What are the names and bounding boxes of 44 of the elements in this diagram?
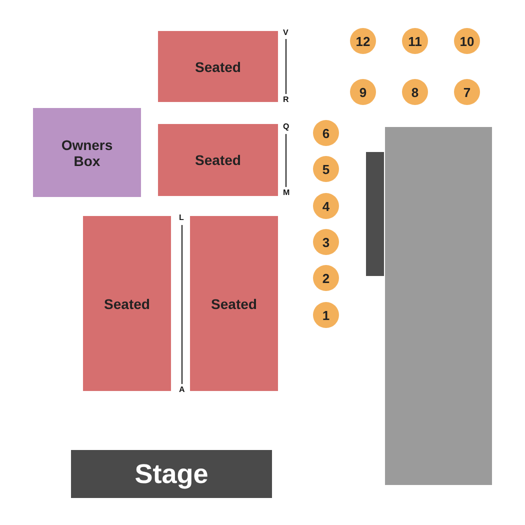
row-letter: V	[283, 29, 288, 37]
seating-section	[158, 31, 278, 102]
row-letter: Q	[283, 123, 290, 131]
table-circle	[313, 302, 339, 328]
section-label: Seated	[211, 296, 257, 312]
row-letter: M	[283, 189, 290, 197]
section-label: Seated	[195, 58, 241, 74]
owners-box-section	[33, 108, 141, 197]
seating-section	[190, 216, 278, 391]
bar-counter	[366, 152, 384, 276]
table-circle	[313, 156, 339, 182]
section-label: Stage	[134, 458, 208, 490]
table-circle	[350, 28, 376, 54]
table-circle	[402, 28, 428, 54]
table-circle	[454, 28, 480, 54]
section-label: Seated	[195, 152, 241, 168]
table-number: 12	[356, 34, 370, 48]
floor-area	[385, 127, 492, 485]
table-number: 1	[322, 308, 330, 322]
table-circle	[402, 79, 428, 105]
table-number: 11	[408, 34, 422, 48]
table-number: 7	[463, 84, 471, 100]
table-circle	[350, 79, 376, 105]
table-number: 2	[322, 270, 330, 286]
table-circle	[313, 229, 339, 255]
table-number: 3	[322, 234, 330, 250]
stage-block	[71, 450, 272, 498]
table-number: 8	[411, 84, 419, 100]
table-circle	[313, 120, 339, 146]
section-label: Owners Box	[60, 136, 114, 168]
row-letter: L	[179, 214, 184, 222]
table-circle	[454, 79, 480, 105]
row-letter: A	[179, 386, 185, 394]
table-number: 4	[322, 198, 330, 214]
table-number: 6	[322, 126, 330, 140]
seating-section	[83, 216, 171, 391]
table-number: 9	[359, 84, 367, 100]
section-label: Seated	[104, 296, 150, 312]
seating-section	[158, 124, 278, 196]
table-circle	[313, 193, 339, 219]
row-letter: R	[283, 96, 289, 104]
table-circle	[313, 265, 339, 291]
table-number: 5	[322, 162, 330, 176]
table-number: 10	[460, 34, 474, 48]
